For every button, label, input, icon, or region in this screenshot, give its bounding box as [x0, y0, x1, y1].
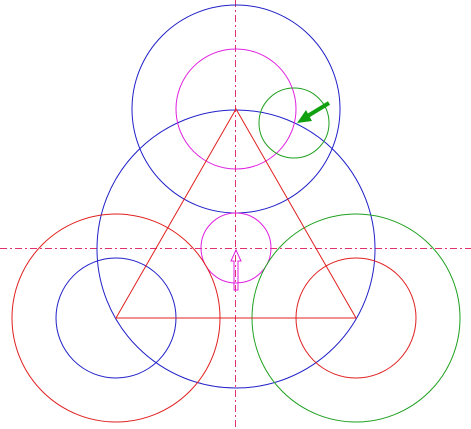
top-magenta-circle [175, 48, 297, 170]
green-pointer-arrow-icon [297, 101, 331, 123]
small-green-circle [258, 87, 330, 159]
red-triangle [115, 107, 357, 319]
center-magenta-arrow-icon [230, 248, 242, 291]
center-magenta-circle [200, 212, 272, 284]
